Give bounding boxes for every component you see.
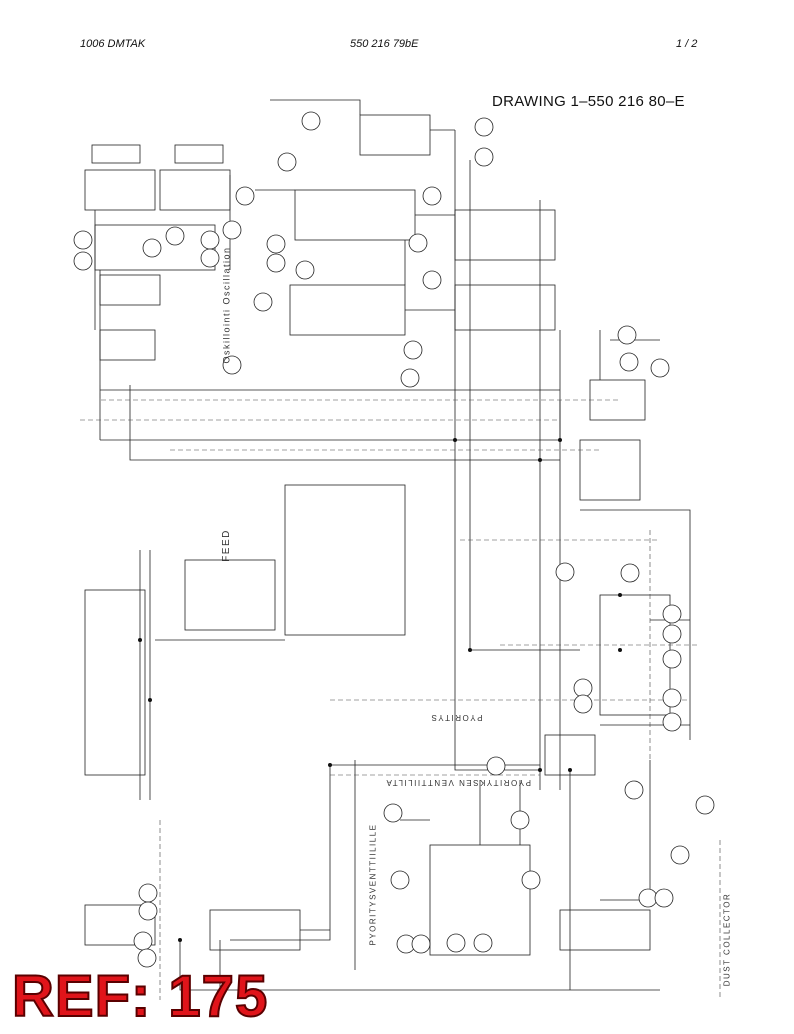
header-page-number: 1 / 2 xyxy=(676,38,698,50)
valve-stack-lower xyxy=(289,284,406,336)
valve-block-2 xyxy=(159,169,231,211)
valve-block-5 xyxy=(99,329,156,361)
valve-top xyxy=(359,114,431,156)
bottom-far-left-block xyxy=(84,904,156,946)
feed-block-left xyxy=(184,559,276,631)
label-feed: FEED xyxy=(220,529,232,562)
header-document-number: 550 216 79bE xyxy=(350,38,419,50)
label-pyority-valve: PYORITYKSEN VENTTIILILTA xyxy=(385,778,531,787)
drawing-title: DRAWING 1–550 216 80–E xyxy=(492,93,685,110)
left-valve-column xyxy=(84,589,146,776)
cylinder-left xyxy=(91,144,141,164)
label-pyority: PYORITYS xyxy=(430,713,483,722)
dust-collector-block xyxy=(559,909,651,951)
valve-stack-upper xyxy=(294,189,416,241)
valve-block-4 xyxy=(99,274,161,306)
valve-block-1 xyxy=(84,169,156,211)
label-oscillation: Oskillointi Oscillation xyxy=(221,246,232,364)
header-left: 1006 DMTAK xyxy=(80,38,146,50)
bottom-left-block xyxy=(209,909,301,951)
right-block-1 xyxy=(579,439,641,501)
right-block-2 xyxy=(599,594,671,716)
label-dust-collector: DUST COLLECTOR xyxy=(722,892,732,987)
cylinder-right xyxy=(174,144,224,164)
feed-block-main xyxy=(284,484,406,636)
label-pyority-hose: PYORITYSVENTTIILILLE xyxy=(368,823,378,946)
ref-label: REF: 175 xyxy=(11,964,269,1029)
